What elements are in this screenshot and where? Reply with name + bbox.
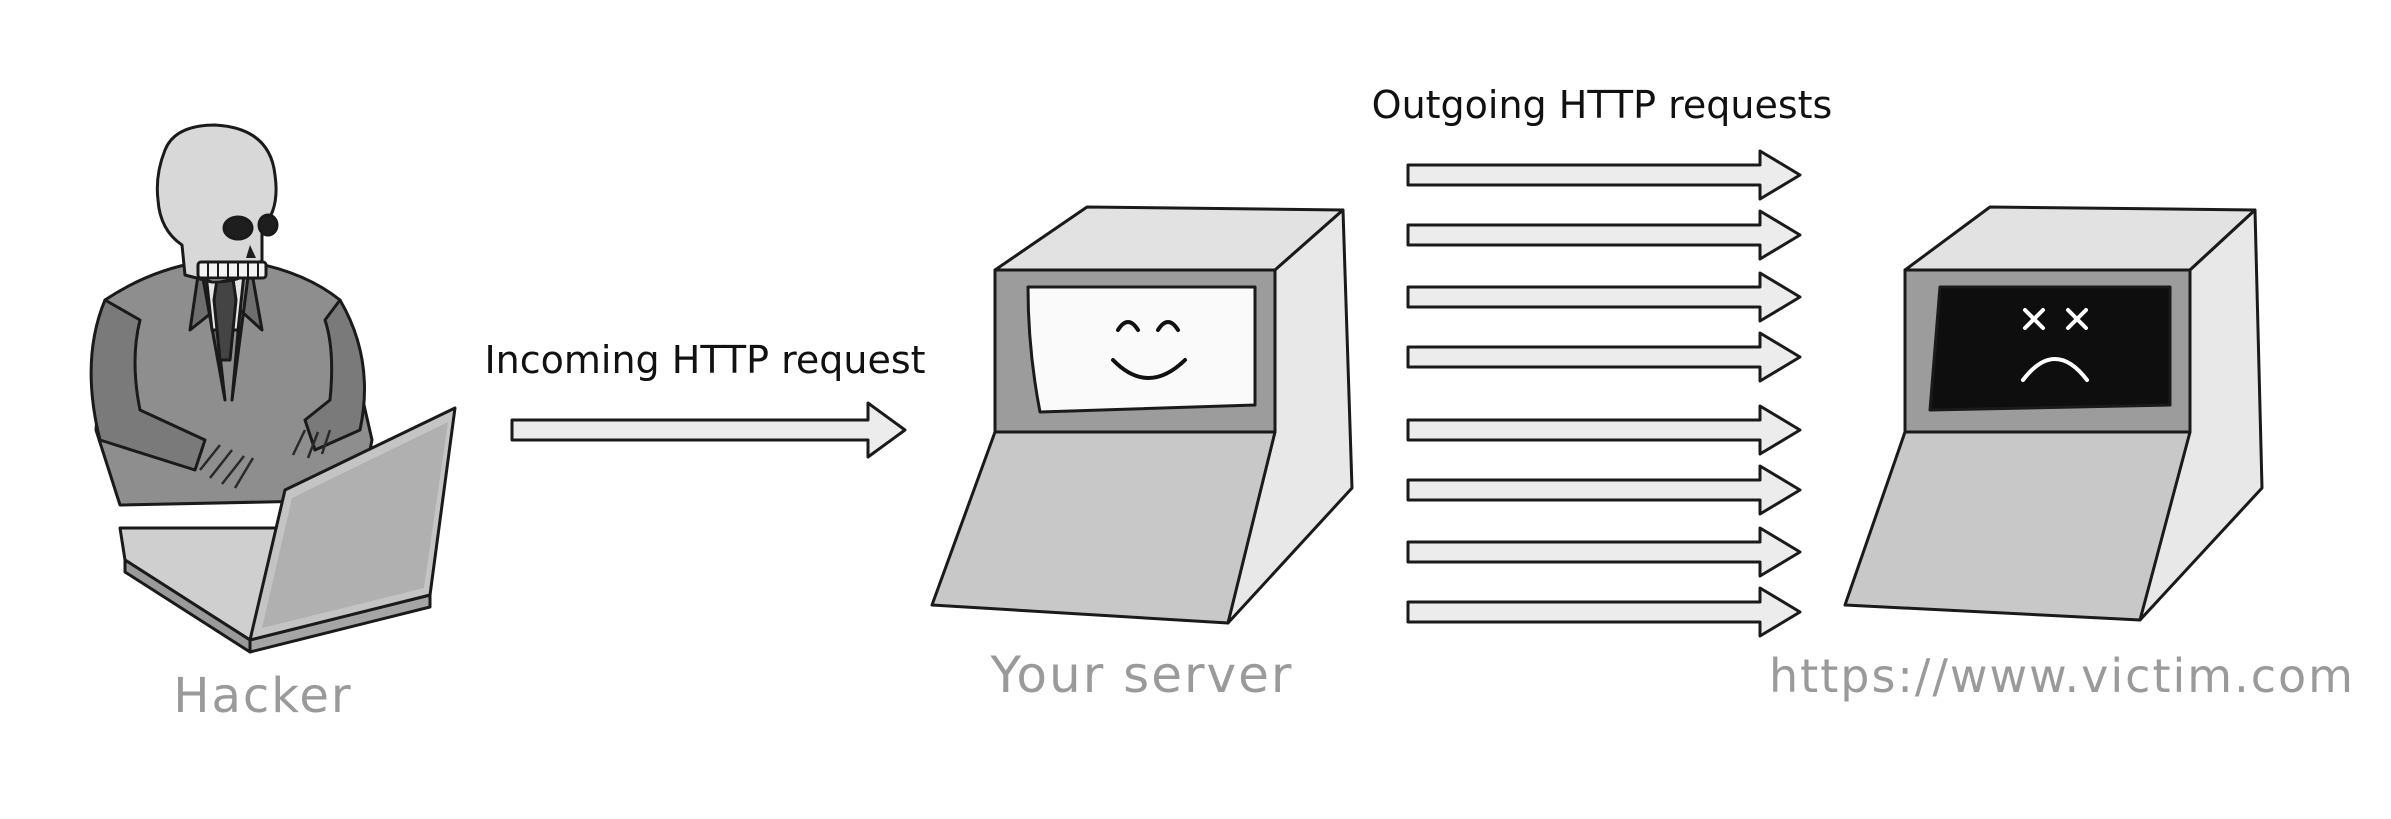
dead-computer-icon	[1843, 205, 2264, 622]
outgoing-request-arrow	[1406, 586, 1802, 638]
outgoing-requests-arrows	[1406, 149, 1802, 638]
outgoing-request-arrow	[1406, 331, 1802, 383]
outgoing-requests-label: Outgoing HTTP requests	[1372, 83, 1833, 127]
outgoing-request-arrow	[1406, 464, 1802, 516]
outgoing-request-arrow	[1406, 526, 1802, 578]
outgoing-request-arrow	[1406, 271, 1802, 323]
server-label: Your server	[990, 646, 1294, 704]
happy-computer-icon	[930, 205, 1354, 625]
hacker-icon	[89, 123, 457, 654]
victim-label: https://www.victim.com	[1769, 649, 2355, 703]
incoming-request-label: Incoming HTTP request	[484, 338, 925, 382]
incoming-request-arrow	[510, 401, 907, 459]
outgoing-request-arrow	[1406, 209, 1802, 261]
outgoing-request-arrow	[1406, 404, 1802, 456]
outgoing-request-arrow	[1406, 149, 1802, 201]
hacker-label: Hacker	[173, 668, 352, 724]
